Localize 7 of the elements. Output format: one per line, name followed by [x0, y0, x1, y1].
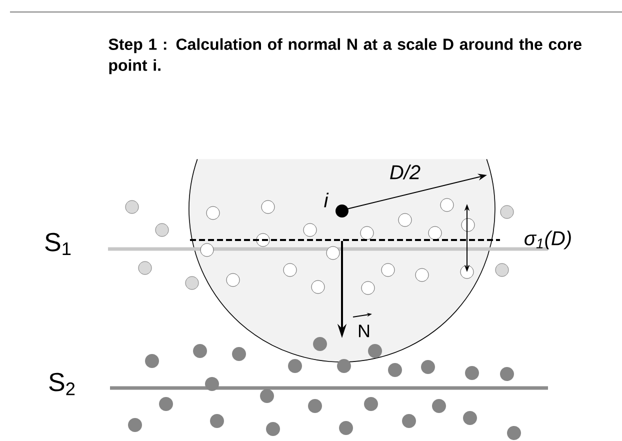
- surface-label: S$_{2}$: [49, 372, 75, 396]
- title: Step 1 : Calculation of normal N at a scale D around the core point i.: [108, 38, 582, 74]
- surface-label: S$_{1}$: [45, 232, 71, 256]
- point-label: i: [324, 192, 329, 208]
- vector-label: N: [358, 324, 370, 338]
- dimension-label: D/2: [390, 164, 420, 180]
- dimension-label: σ$_{1}$(D): [524, 230, 571, 250]
